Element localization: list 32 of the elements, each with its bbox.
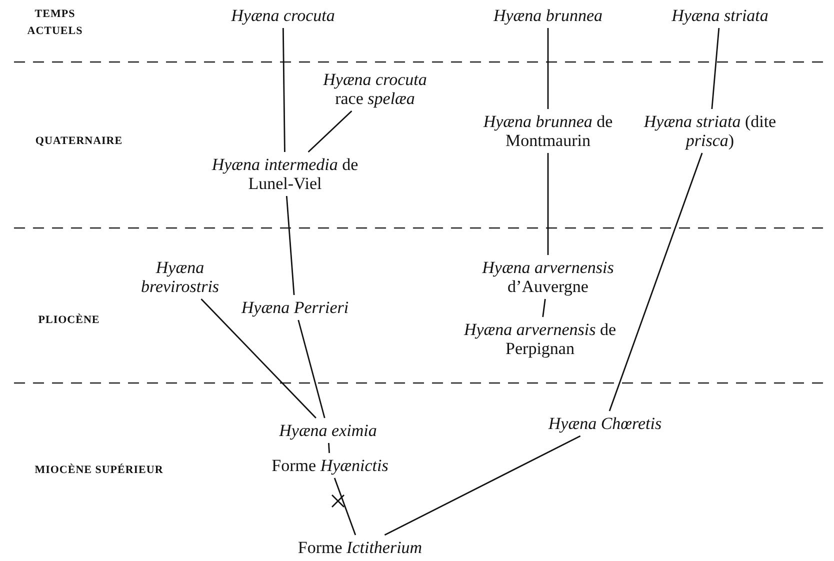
taxon-label: Hyæna brunnea de Montmaurin [478, 112, 618, 150]
lineage-line [547, 153, 549, 255]
taxon-label: Hyæna arvernensis d’Auvergne [463, 258, 633, 296]
taxon-label: Hyæna Chœretis [548, 414, 662, 433]
lineage-line [286, 196, 295, 296]
taxon-label: Hyæna crocuta race spelæa [312, 70, 438, 108]
taxon-label: Forme Ictitherium [298, 538, 422, 557]
lineage-line [608, 152, 703, 412]
lineage-line [308, 110, 352, 152]
taxon-label: Hyæna eximia [279, 421, 377, 440]
taxon-label: Hyæna arvernensis de Perpignan [460, 320, 620, 358]
taxon-label: Hyæna Perrieri [241, 298, 349, 317]
lineage-line [328, 442, 330, 454]
taxon-label: Hyæna brevirostris [135, 258, 225, 296]
lineage-line [282, 28, 286, 152]
lineage-line [384, 435, 581, 536]
period-label: MIOCÈNE SUPÉRIEUR [34, 462, 164, 478]
lineage-line [200, 298, 316, 418]
lineage-line [711, 28, 720, 110]
lineage-line [298, 320, 326, 418]
period-label: QUATERNAIRE [34, 134, 124, 149]
lineage-line [334, 478, 356, 536]
taxon-label: Hyæna striata (dite prisca) [640, 112, 780, 150]
lineage-line [542, 298, 546, 318]
taxon-label: Forme Hyænictis [272, 456, 388, 475]
period-label: PLIOCÈNE [37, 312, 101, 328]
taxon-label: Hyæna crocuta [231, 6, 335, 25]
taxon-label: Hyæna striata [672, 6, 768, 25]
lineage-line [547, 28, 549, 109]
taxon-label: Hyæna brunnea [493, 6, 603, 25]
taxon-label: Hyæna intermedia de Lunel-Viel [205, 155, 365, 193]
period-label: TEMPS ACTUELS [26, 7, 84, 39]
